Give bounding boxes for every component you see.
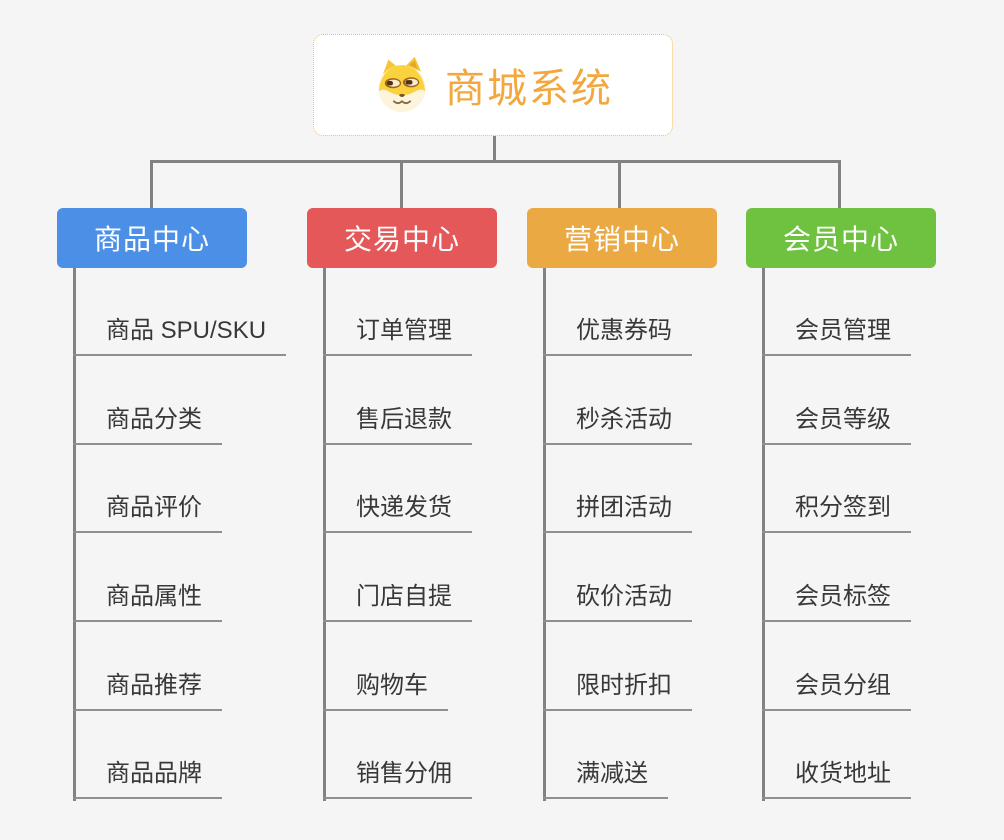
leaf-item[interactable]: 商品品牌	[73, 757, 222, 799]
branch-node-marketing-center[interactable]: 营销中心	[527, 208, 717, 268]
leaf-item[interactable]: 销售分佣	[323, 757, 472, 799]
leaf-item[interactable]: 拼团活动	[543, 491, 692, 533]
connector-horizontal-bar	[150, 160, 841, 163]
leaf-item[interactable]: 秒杀活动	[543, 403, 692, 445]
trunk-line	[73, 268, 76, 801]
leaf-item[interactable]: 商品 SPU/SKU	[73, 314, 287, 356]
trunk-line	[543, 268, 546, 801]
leaf-item[interactable]: 会员分组	[762, 669, 911, 711]
leaf-item[interactable]: 商品评价	[73, 491, 222, 533]
leaf-item[interactable]: 门店自提	[323, 580, 472, 622]
leaf-item[interactable]: 会员等级	[762, 403, 911, 445]
connector-root-drop	[493, 136, 496, 163]
connector-drop-member	[838, 161, 841, 208]
leaf-item[interactable]: 优惠券码	[543, 314, 692, 356]
branch-node-product-center[interactable]: 商品中心	[57, 208, 247, 268]
connector-drop-trade	[400, 161, 403, 208]
leaf-item[interactable]: 商品属性	[73, 580, 222, 622]
trunk-line	[323, 268, 326, 801]
leaf-item[interactable]: 砍价活动	[543, 580, 692, 622]
branch-node-trade-center[interactable]: 交易中心	[307, 208, 497, 268]
leaf-item[interactable]: 积分签到	[762, 491, 911, 533]
root-title: 商城系统	[445, 67, 613, 111]
leaf-item[interactable]: 满减送	[543, 757, 668, 799]
branch-node-member-center[interactable]: 会员中心	[746, 208, 936, 268]
trunk-line	[762, 268, 765, 801]
leaf-item[interactable]: 购物车	[323, 669, 448, 711]
connector-drop-product	[150, 161, 153, 208]
leaf-item[interactable]: 快递发货	[323, 491, 472, 533]
connector-drop-marketing	[618, 161, 621, 208]
doge-face-icon	[378, 56, 426, 113]
leaf-item[interactable]: 收货地址	[762, 757, 911, 799]
leaf-item[interactable]: 售后退款	[323, 403, 472, 445]
leaf-item[interactable]: 订单管理	[323, 314, 472, 356]
leaf-item[interactable]: 会员标签	[762, 580, 911, 622]
leaf-item[interactable]: 商品分类	[73, 403, 222, 445]
leaf-item[interactable]: 商品推荐	[73, 669, 222, 711]
leaf-item[interactable]: 限时折扣	[543, 669, 692, 711]
root-node[interactable]: 商城系统	[313, 34, 673, 136]
leaf-item[interactable]: 会员管理	[762, 314, 911, 356]
